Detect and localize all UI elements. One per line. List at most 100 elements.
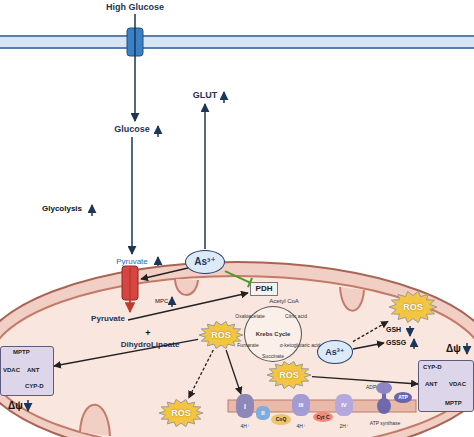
node-text: ROS <box>279 371 299 380</box>
text-label: Glycolysis <box>42 205 82 214</box>
pore-complex: CYP-D ANT VDAC MPTP <box>418 360 474 412</box>
increase-arrow <box>171 297 173 307</box>
pore-complex: MPTP VDAC ANT CYP-D <box>0 346 54 396</box>
node-text: CoQ <box>276 417 287 422</box>
plasma-membrane <box>0 36 474 48</box>
text-label: α-ketoglutaric acid <box>280 343 321 349</box>
etc-complex: III <box>292 394 310 416</box>
text-label: ATP synthase <box>370 421 401 427</box>
atp-synthase-head <box>376 382 392 394</box>
node-text: ROS <box>403 303 423 312</box>
node-text: ATP <box>398 395 408 400</box>
burst-outline <box>267 361 311 388</box>
text-label: Pyruvate <box>91 315 125 324</box>
text-label: 4H⁺ <box>296 424 305 430</box>
node-text: As³⁺ <box>194 257 215 267</box>
text-label: DihydroLipoate <box>121 341 180 350</box>
crista-fold <box>340 287 364 311</box>
increase-arrow <box>157 126 159 137</box>
text-label: 4H⁺ <box>240 424 249 430</box>
text-label: + <box>145 329 150 339</box>
burst-outline <box>389 291 437 322</box>
ros-burst: ROS <box>158 398 204 428</box>
node-text: II <box>261 410 264 416</box>
arrow-connector <box>226 350 241 394</box>
decrease-arrow <box>27 400 29 411</box>
text-label: Citric acid <box>285 314 307 320</box>
flow-arrow <box>129 268 131 312</box>
arrow-connector <box>54 339 198 366</box>
arrow-connector <box>312 377 418 384</box>
inner-membrane <box>0 276 474 437</box>
ros-burst: ROS <box>266 360 312 390</box>
node-text: ROS <box>171 409 191 418</box>
ros-burst: ROS <box>388 290 438 324</box>
node-text: I <box>244 403 246 410</box>
cytochrome-c: Cyt C <box>313 412 333 422</box>
text-label: Oxaloacetate <box>235 314 264 320</box>
flow-arrow <box>204 104 206 249</box>
flow-arrow <box>131 137 133 254</box>
increase-arrow <box>91 205 93 216</box>
node-text: IV <box>341 402 347 408</box>
node-text: As³⁺ <box>325 348 344 357</box>
text-label: 2H⁺ <box>339 424 348 430</box>
increase-arrow <box>413 339 415 349</box>
text-label: GLUT <box>193 91 218 101</box>
flow-arrow <box>134 14 136 121</box>
arrow-connector <box>189 350 214 398</box>
etc-complex: II <box>256 406 270 420</box>
text-label: Fumarate <box>237 343 258 349</box>
node-text: MPTP <box>445 400 462 406</box>
flow-arrow <box>141 268 188 279</box>
burst-outline <box>199 321 243 348</box>
arsenic-circle: As³⁺ <box>317 340 353 364</box>
text-label: MPC <box>155 298 168 305</box>
burst-outline <box>159 399 203 426</box>
text-label: Succinate <box>262 354 284 360</box>
etc-complex: I <box>236 394 254 418</box>
inhibition-bar <box>248 278 252 287</box>
text-label: Glucose <box>114 125 150 135</box>
node-text: CYP-D <box>423 364 442 370</box>
node-text: ANT <box>27 367 39 373</box>
decrease-arrow <box>466 343 468 354</box>
atp-synthase-base <box>377 398 391 414</box>
text-label: High Glucose <box>106 3 164 13</box>
crista-fold <box>175 279 198 295</box>
text-label: GSH <box>386 326 401 334</box>
text-label: Δψ <box>446 343 461 354</box>
crista-fold <box>80 405 110 436</box>
decrease-arrow <box>409 326 411 336</box>
node-text: Cyt C <box>316 415 329 420</box>
flow-arrow <box>353 343 384 349</box>
membrane-line <box>0 35 474 37</box>
ros-burst: ROS <box>198 320 244 350</box>
arrow-connector <box>353 321 388 341</box>
atp-circle: ATP <box>394 392 412 403</box>
etc-complex: IV <box>335 394 353 416</box>
node-text: PDH <box>256 285 273 293</box>
node-text: MPTP <box>13 349 30 355</box>
coenzyme-q: CoQ <box>271 414 291 425</box>
outer-membrane <box>0 262 474 437</box>
node-text: CYP-D <box>25 383 44 389</box>
node-text: III <box>298 402 303 408</box>
node-text: VDAC <box>449 381 466 387</box>
enzyme-box: PDH <box>250 282 278 296</box>
flow-arrow <box>128 293 248 320</box>
arsenic-circle: As³⁺ <box>185 250 225 274</box>
node-text: ROS <box>211 331 231 340</box>
node-text: ANT <box>425 381 437 387</box>
text-label: GSSG <box>386 339 406 347</box>
text-label: ADP <box>366 385 376 391</box>
text-label: Δψ <box>8 400 23 411</box>
node-text: VDAC <box>3 367 20 373</box>
text-label: Pyruvate <box>116 258 148 267</box>
inhibition-connector <box>225 271 250 282</box>
increase-arrow <box>223 92 225 103</box>
